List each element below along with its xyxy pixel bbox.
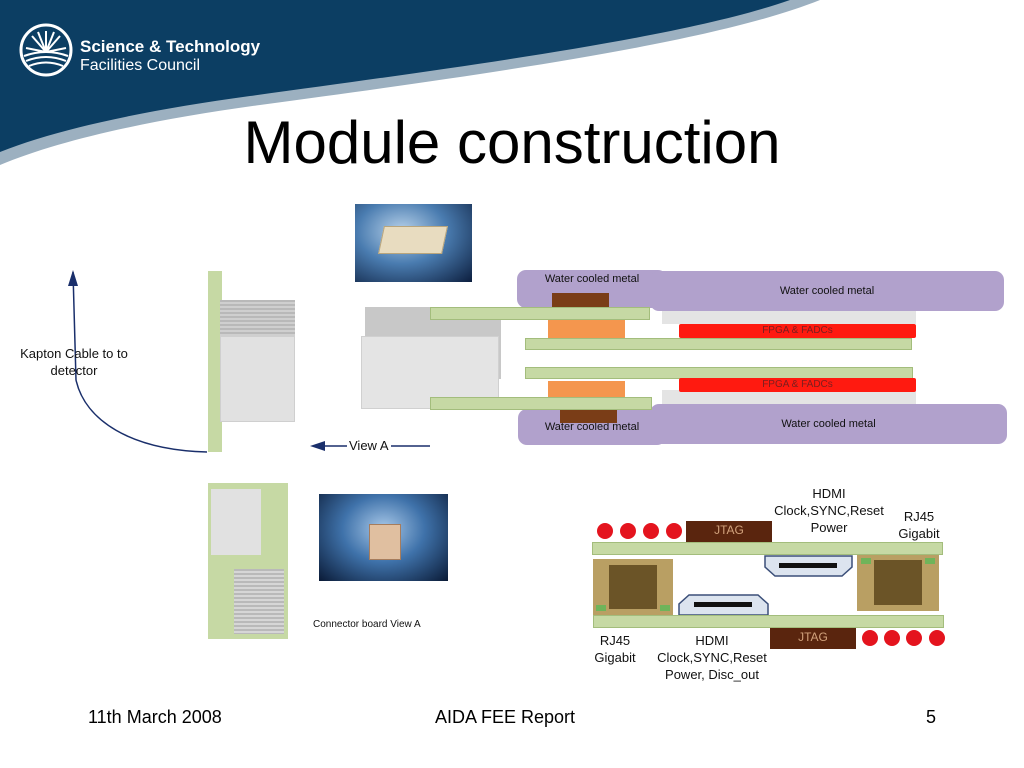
led-dot xyxy=(906,630,922,646)
orange-chip-bottom xyxy=(548,381,625,397)
connector-photo-bottom xyxy=(319,494,448,581)
led-dot xyxy=(643,523,659,539)
org-line1: Science & Technology xyxy=(80,37,261,56)
orange-chip-top xyxy=(548,320,625,338)
org-name: Science & Technology Facilities Council xyxy=(80,37,260,75)
hdmi-connector-bottom-icon xyxy=(678,594,769,616)
pcb-top xyxy=(430,307,650,320)
stfc-logo-icon xyxy=(19,23,73,77)
board-bottom-pcb xyxy=(593,615,944,628)
led-dot xyxy=(862,630,878,646)
hdmi-connector-top-icon xyxy=(764,555,853,577)
led-dot xyxy=(929,630,945,646)
fpga-top: FPGA & FADCs xyxy=(679,324,916,338)
kapton-label: Kapton Cable to to detector xyxy=(20,346,128,378)
brown-pad-bottom xyxy=(560,409,617,423)
kapton-cable-arrow xyxy=(68,270,430,453)
footer-page-number: 5 xyxy=(926,707,937,727)
led-dot xyxy=(620,523,636,539)
grey-layer-bottom xyxy=(662,390,916,404)
footer-date: 11th March 2008 xyxy=(88,707,222,727)
grey-layer-top xyxy=(662,310,916,324)
header-band xyxy=(0,0,820,165)
rj45-top-label: RJ45 Gigabit xyxy=(898,509,940,541)
side-board xyxy=(208,271,222,452)
water-cooled-right-bottom: Water cooled metal xyxy=(650,404,1007,444)
view-a-label: View A xyxy=(347,437,391,454)
connector-block-front xyxy=(361,336,499,409)
hdmi-bottom-label: HDMI Clock,SYNC,Reset Power, Disc_out xyxy=(657,633,767,682)
pcb-mid-top xyxy=(525,338,912,350)
brown-pad-top xyxy=(552,293,609,308)
hdmi-top-label: HDMI Clock,SYNC,Reset Power xyxy=(774,486,884,535)
fpga-bottom: FPGA & FADCs xyxy=(679,378,916,392)
page-title: Module construction xyxy=(243,109,781,176)
connector-top xyxy=(220,300,295,336)
water-label: Water cooled metal xyxy=(544,273,640,285)
water-label: Water cooled metal xyxy=(544,421,640,433)
connector-board-label: Connector board View A xyxy=(313,619,421,630)
connector-board xyxy=(208,483,288,639)
jtag-top: JTAG xyxy=(686,521,772,542)
led-dot xyxy=(597,523,613,539)
pcb-bottom xyxy=(430,397,652,410)
jtag-bottom: JTAG xyxy=(770,628,856,649)
rj45-bottom-label: RJ45 Gigabit xyxy=(594,633,636,665)
led-dot xyxy=(884,630,900,646)
led-dot xyxy=(666,523,682,539)
connector-photo-top xyxy=(355,204,472,282)
board-top-pcb xyxy=(592,542,943,555)
connector-body xyxy=(220,336,295,422)
water-cooled-right-top: Water cooled metal xyxy=(650,271,1004,311)
rj45-bottom-icon xyxy=(593,559,673,615)
rj45-top-icon xyxy=(857,555,939,611)
footer-report: AIDA FEE Report xyxy=(435,707,576,727)
org-line2: Facilities Council xyxy=(80,57,201,74)
